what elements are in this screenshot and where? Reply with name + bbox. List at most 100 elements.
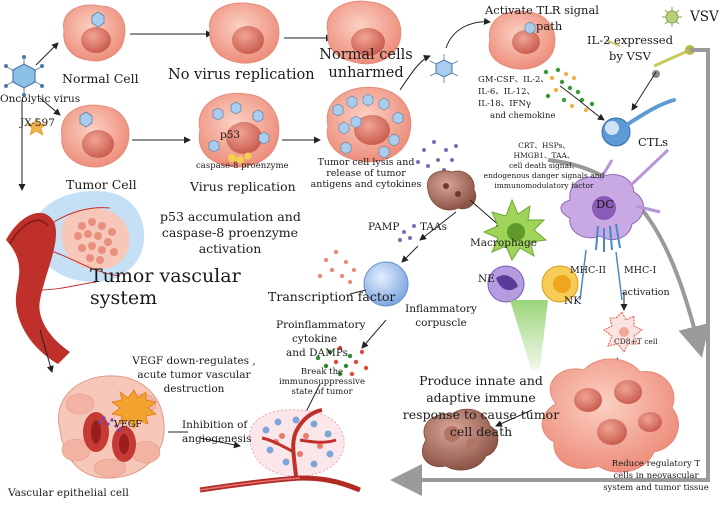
label-normal-cells-unharmed-2: unharmed xyxy=(328,65,404,81)
arrow-inflam-tf xyxy=(349,289,367,295)
label-lysis-3: antigens and cytokines xyxy=(310,179,422,190)
label-cytokines-3: IL-18、IFNγ xyxy=(478,99,531,109)
arrow-vascular-to-epithelial xyxy=(39,329,54,373)
nk-icon xyxy=(541,265,579,303)
label-cytokines-1: GM-CSF、IL-2、 xyxy=(478,75,549,85)
label-crt-5: immunomodulatory factor xyxy=(494,181,594,190)
arrow-to-dead-cluster xyxy=(495,409,533,427)
label-vegf-down-1: VEGF down-regulates , xyxy=(132,355,256,367)
label-p53-accum-1: p53 accumulation and xyxy=(160,209,301,224)
ne-icon xyxy=(487,265,525,303)
tlr-cell-icon xyxy=(488,10,556,70)
arrow-to-tlr-cell xyxy=(445,17,491,49)
label-break-1: Break the xyxy=(300,367,344,377)
label-cd8: CD8+T cell xyxy=(614,337,658,346)
label-innate-2: adaptive immune xyxy=(426,390,536,405)
inflammatory-corpuscle-icon xyxy=(363,261,409,307)
label-tumor-vascular-2: system xyxy=(90,287,158,309)
label-macrophage: Macrophage xyxy=(470,237,537,249)
arrow-dc-to-treg xyxy=(547,158,710,358)
tumor-cell-icon xyxy=(61,104,130,168)
label-jx597: JX-597 xyxy=(20,117,55,129)
ctl-cell-icon xyxy=(601,98,676,147)
label-reduce-2: cells in neovascular xyxy=(613,471,699,481)
label-inhibition-2: angiogenesis xyxy=(182,433,252,445)
pamp-dots xyxy=(317,224,416,285)
infected-tumor-cell-icon xyxy=(198,92,280,168)
arrow-to-inflammatory xyxy=(401,245,419,263)
macrophage-icon xyxy=(482,198,548,262)
return-arrow-right xyxy=(390,48,710,496)
label-vegf: VEGF xyxy=(114,419,142,430)
arrow-il2-to-ctl xyxy=(631,71,657,111)
label-p53: p53 xyxy=(220,129,241,141)
large-tumor-cluster-icon xyxy=(541,358,679,473)
proinflammatory-dots xyxy=(315,345,369,377)
label-ne: NE xyxy=(478,273,495,285)
label-innate-3: response to cause tumor xyxy=(402,407,560,422)
label-no-virus-replication: No virus replication xyxy=(168,67,315,83)
label-proinflam-3: and DAMPs xyxy=(286,347,349,359)
arrow-cytokine-to-ctl xyxy=(559,85,605,121)
arrow-dead-to-pamp xyxy=(419,211,457,241)
label-lysis-2: release of tumor xyxy=(326,168,406,179)
normal-cell-3-icon xyxy=(326,0,402,65)
label-transcription-factor: Transcription factor xyxy=(268,289,396,304)
label-p53-accum-3: activation xyxy=(198,241,262,256)
jx597-icon xyxy=(26,117,47,136)
label-pamp: PAMP xyxy=(368,221,400,233)
label-crt-4: endogenous danger signals and xyxy=(483,171,605,180)
label-break-2: immunosuppressive xyxy=(279,377,365,387)
label-mhc1: MHC-I xyxy=(624,265,657,276)
label-vegf-down-2: acute tumor vascular xyxy=(137,369,251,381)
label-ctls: CTLs xyxy=(638,135,669,149)
mhc2-line xyxy=(579,249,587,301)
cd8-tcell-icon xyxy=(603,311,643,353)
immune-response-cone xyxy=(510,300,548,372)
dead-tumor-cell-icon xyxy=(426,170,477,211)
dead-tumor-cluster-icon xyxy=(421,408,499,471)
label-innate-4: cell death xyxy=(449,424,513,439)
label-crt-1: CRT、HSPs、 xyxy=(518,141,570,150)
label-vegf-down-3: destruction xyxy=(163,383,225,395)
arrow-virus-to-tumor xyxy=(39,97,61,116)
label-normal-cells-unharmed-1: Normal cells xyxy=(319,47,413,63)
label-vascular-epithelial: Vascular epithelial cell xyxy=(8,487,129,499)
label-inflammatory-2: corpuscle xyxy=(415,317,467,329)
label-proinflam-1: Proinflammatory xyxy=(276,319,366,331)
lysed-tumor-cell-icon xyxy=(326,86,412,163)
label-lysis-1: Tumor cell lysis and xyxy=(317,157,415,168)
label-nk: NK xyxy=(564,295,582,307)
label-inhibition-1: Inhibition of xyxy=(182,419,248,431)
normal-cell-icon xyxy=(63,4,126,62)
label-crt-3: cell death signal、 xyxy=(508,161,579,170)
label-cytokines-4: and chemokine xyxy=(490,111,556,121)
label-vsv: VSV xyxy=(690,9,719,25)
arrow-inhibition xyxy=(199,437,241,449)
label-tumor-cell: Tumor Cell xyxy=(66,177,137,192)
label-activation: activation xyxy=(622,287,670,298)
arrow-virus-to-normal xyxy=(35,42,59,66)
dc-icon xyxy=(560,148,670,252)
label-break-3: state of tumor xyxy=(291,387,353,397)
arrow-lysis-to-tlr xyxy=(399,54,431,91)
vsv-icon xyxy=(662,7,682,27)
label-p53-accum-2: caspase-8 proenzyme xyxy=(161,225,299,240)
virus-small-icon xyxy=(429,54,459,83)
label-normal-cell: Normal Cell xyxy=(62,71,139,86)
label-oncolytic-virus: Oncolytic virus xyxy=(0,93,81,105)
label-mhc2: MHC-II xyxy=(570,265,606,276)
label-tlr-2: path xyxy=(536,19,563,33)
vascular-epithelial-icon xyxy=(58,375,165,479)
label-tumor-vascular-1: Tumor vascular xyxy=(90,265,241,287)
label-dc: DC xyxy=(596,197,615,211)
label-caspase8: caspase-8 proenzyme xyxy=(196,161,289,171)
label-virus-replication: Virus replication xyxy=(190,179,296,194)
cytokine-dots xyxy=(543,67,595,113)
tumor-tissue-icon xyxy=(199,408,361,493)
arrow-inflam-to-cytokine xyxy=(361,319,387,349)
normal-cell-2-icon xyxy=(209,2,280,64)
label-innate-1: Produce innate and xyxy=(419,373,543,388)
